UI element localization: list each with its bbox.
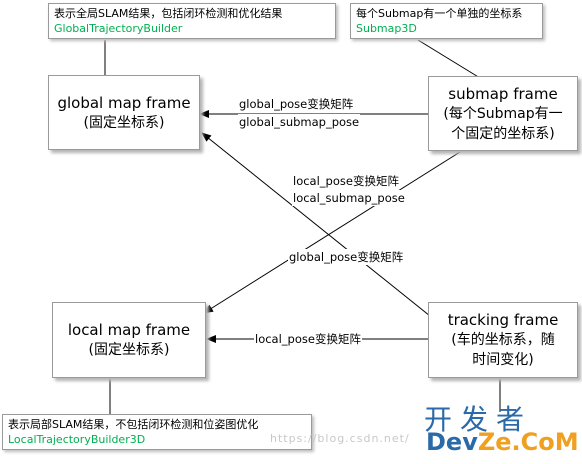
logo-bottom-text: DevZe.CoM — [426, 428, 579, 456]
edge-label-tracking-local: local_pose变换矩阵 — [254, 331, 362, 347]
local-map-frame: local map frame (固定坐标系) — [52, 302, 206, 378]
edge-label-submap-global-1: global_pose变换矩阵 — [238, 96, 355, 112]
tracking-frame-subtitle-1: (车的坐标系，随 — [451, 332, 555, 348]
global-map-frame-title: global map frame — [57, 93, 191, 112]
watermark-text: https://blog.csdn.net/ — [270, 432, 410, 445]
connector-submap-note — [417, 39, 481, 79]
logo-bottom-b: Ze.CoM — [477, 428, 579, 456]
global-note-class: GlobalTrajectoryBuilder — [54, 22, 183, 35]
arrow-tracking-to-global — [201, 132, 431, 317]
logo-bottom-a: Dev — [426, 428, 478, 456]
edge-label-tracking-global: global_pose变换矩阵 — [288, 249, 405, 265]
submap-note: 每个Submap有一个单独的坐标系 Submap3D — [350, 3, 543, 39]
submap-note-text: 每个Submap有一个单独的坐标系 — [356, 7, 523, 20]
local-map-frame-subtitle: (固定坐标系) — [88, 342, 170, 358]
submap-frame-title: submap frame — [448, 84, 558, 103]
global-note-text: 表示全局SLAM结果，包括闭环检测和优化结果 — [54, 7, 283, 20]
submap-frame-subtitle-2: 个固定的坐标系) — [451, 125, 555, 142]
tracking-frame-title: tracking frame — [447, 311, 559, 329]
site-logo: 开发者 DevZe.CoM — [418, 398, 579, 460]
logo-top-text: 开发者 — [424, 403, 533, 436]
global-note: 表示全局SLAM结果，包括闭环检测和优化结果 GlobalTrajectoryB… — [48, 3, 336, 39]
global-map-frame: global map frame (固定坐标系) — [48, 75, 200, 150]
arrow-submap-to-local — [203, 151, 461, 314]
submap-frame: submap frame (每个Submap有一 个固定的坐标系) — [428, 76, 578, 151]
submap-note-class: Submap3D — [356, 22, 417, 35]
local-note: 表示局部SLAM结果，不包括闭环检测和位姿图优化 LocalTrajectory… — [2, 414, 312, 450]
global-map-frame-subtitle: (固定坐标系) — [83, 114, 165, 131]
local-note-text: 表示局部SLAM结果，不包括闭环检测和位姿图优化 — [8, 418, 259, 431]
edge-label-submap-global-2: global_submap_pose — [238, 114, 361, 130]
edge-label-submap-local-1: local_pose变换矩阵 — [292, 173, 400, 189]
submap-frame-subtitle-1: (每个Submap有一 — [443, 105, 563, 122]
tracking-frame: tracking frame (车的坐标系，随 时间变化) — [428, 302, 578, 378]
local-map-frame-title: local map frame — [67, 321, 191, 339]
tracking-frame-subtitle-2: 时间变化) — [472, 352, 534, 368]
edge-label-submap-local-2: local_submap_pose — [292, 190, 406, 206]
local-note-class: LocalTrajectoryBuilder3D — [8, 433, 146, 446]
